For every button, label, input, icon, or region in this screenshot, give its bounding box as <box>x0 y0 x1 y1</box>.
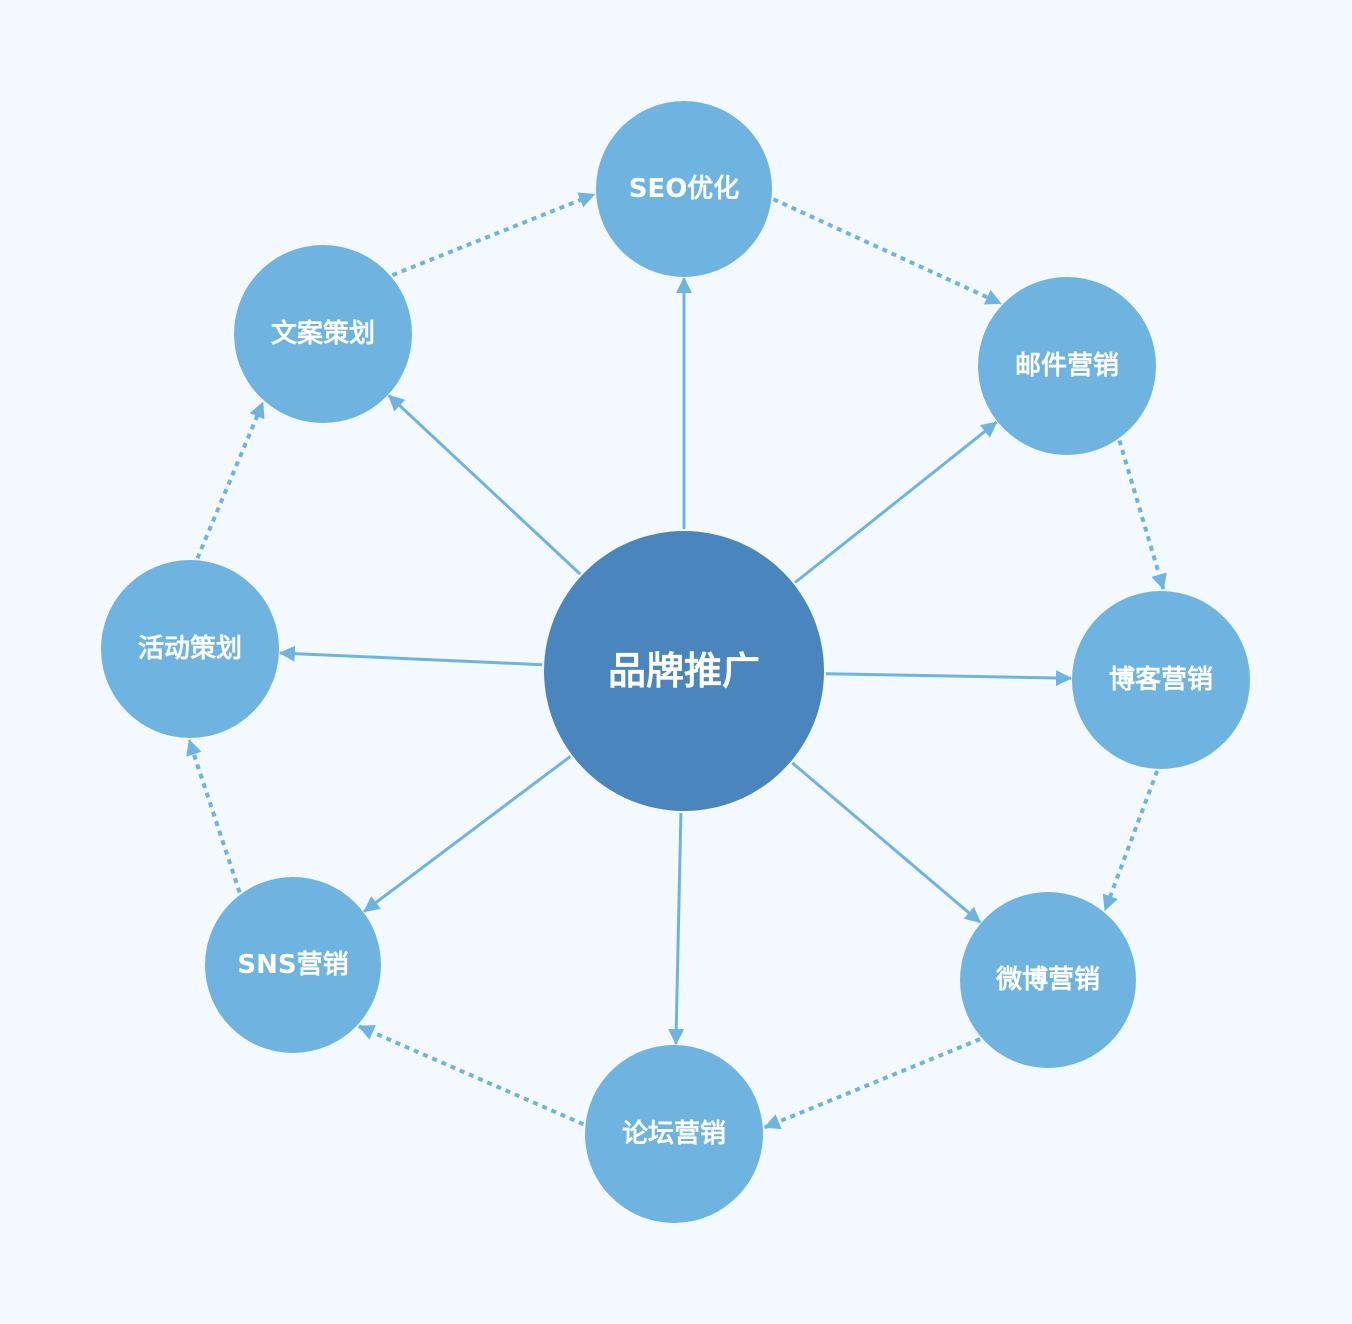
node-label: 博客营销 <box>1109 664 1213 695</box>
node-label: 文案策划 <box>271 318 375 349</box>
node-blog[interactable]: 博客营销 <box>1072 591 1250 769</box>
solid-arrow-hub-to-weibo <box>791 761 982 924</box>
node-circle <box>978 277 1156 455</box>
dashed-arrow-sns-to-event <box>186 739 242 894</box>
hub-label: 品牌推广 <box>608 649 760 693</box>
node-event[interactable]: 活动策划 <box>101 560 279 738</box>
node-label: SEO优化 <box>629 174 740 204</box>
node-label: 活动策划 <box>138 633 242 664</box>
node-forum[interactable]: 论坛营销 <box>585 1045 763 1223</box>
node-circle <box>205 877 381 1053</box>
dashed-arrow-copy-to-seo <box>391 192 596 277</box>
node-circle <box>1072 591 1250 769</box>
node-label: 微博营销 <box>995 964 1100 995</box>
node-circle <box>596 101 772 277</box>
solid-edges <box>278 277 1072 1045</box>
node-weibo[interactable]: 微博营销 <box>960 892 1136 1068</box>
solid-arrow-hub-to-blog <box>825 670 1072 687</box>
dashed-arrow-forum-to-sns <box>357 1024 585 1127</box>
node-seo[interactable]: SEO优化 <box>596 101 772 277</box>
node-email[interactable]: 邮件营销 <box>978 277 1156 455</box>
solid-arrow-hub-to-email <box>794 420 998 584</box>
node-circle <box>234 245 412 423</box>
hub-circle <box>544 531 824 811</box>
node-copy[interactable]: 文案策划 <box>234 245 412 423</box>
dashed-arrow-seo-to-email <box>772 197 1002 306</box>
dashed-arrow-weibo-to-forum <box>763 1037 981 1130</box>
node-circle <box>960 892 1136 1068</box>
dashed-arrow-blog-to-weibo <box>1102 770 1160 912</box>
dashed-edges <box>186 192 1167 1130</box>
node-circle <box>101 560 279 738</box>
node-label: 邮件营销 <box>1015 351 1119 381</box>
hub-node[interactable]: 品牌推广 <box>544 531 824 811</box>
node-label: SNS营销 <box>237 950 348 980</box>
solid-arrow-hub-to-sns <box>363 755 572 913</box>
dashed-arrow-email-to-blog <box>1117 439 1167 590</box>
dashed-arrow-event-to-copy <box>195 401 265 560</box>
solid-arrow-hub-to-copy <box>387 394 582 576</box>
solid-arrow-hub-to-event <box>278 645 543 667</box>
solid-arrow-hub-to-forum <box>668 812 685 1045</box>
node-circle <box>585 1045 763 1223</box>
node-sns[interactable]: SNS营销 <box>205 877 381 1053</box>
node-label: 论坛营销 <box>622 1119 726 1149</box>
